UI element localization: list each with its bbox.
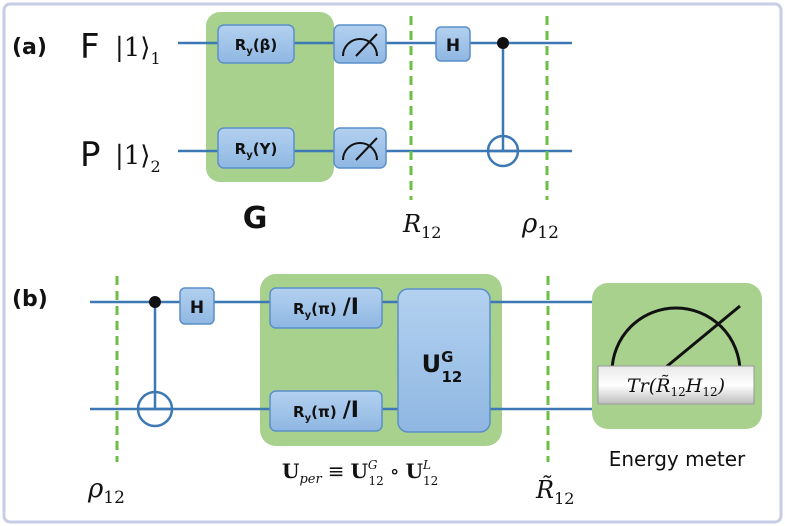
hadamard-gate-b: H (179, 287, 215, 325)
qubit-1-name: F (80, 27, 100, 67)
label-rho12-a: ρ12 (521, 209, 559, 243)
svg-text:H: H (446, 36, 460, 56)
panel-a-label: (a) (12, 35, 47, 60)
label-r12: R12 (402, 210, 441, 242)
measurement-meter-icon-top (333, 24, 387, 64)
energy-meter: Tr(R̃12H12) (592, 283, 762, 429)
svg-text:H: H (190, 298, 204, 318)
qubit-2-index: 2 (150, 157, 160, 176)
cnot-control-dot-b (149, 296, 161, 308)
svg-text:Ry(β): Ry(β) (235, 36, 278, 57)
svg-text:Ry(π)/I: Ry(π)/I (293, 295, 359, 321)
meter-needle-icon (659, 304, 741, 374)
meter-formula: Tr(R̃12H12) (627, 375, 725, 399)
energy-meter-box (592, 283, 762, 429)
gate-ry-pi-top: Ry(π)/I (269, 287, 383, 329)
gate-ry-pi-bottom: Ry(π)/I (269, 390, 383, 432)
qubit-1-ket: |1⟩1 (115, 33, 161, 68)
measurement-meter-icon-bottom (333, 127, 387, 169)
energy-meter-label: Energy meter (609, 447, 746, 471)
gate-ry-gamma: Ry(Υ) (217, 127, 295, 169)
cnot-gate-a (486, 37, 520, 168)
group-g-label: G (243, 201, 268, 236)
label-rho12-b: ρ12 (87, 474, 125, 508)
label-r12-tilde: R̃12 (535, 476, 574, 508)
qubit-1-index: 1 (150, 49, 160, 68)
svg-text:Ry(π)/I: Ry(π)/I (293, 398, 359, 424)
svg-text:Ry(Υ): Ry(Υ) (235, 140, 278, 161)
cnot-gate-b (136, 296, 174, 428)
hadamard-gate-a: H (435, 26, 471, 62)
panel-b-label: (b) (12, 287, 48, 312)
gate-ry-beta: Ry(β) (217, 24, 295, 64)
meter-gauge-icon (610, 306, 742, 373)
qubit-2-ket: |1⟩2 (115, 141, 161, 176)
cnot-control-dot (497, 37, 509, 49)
qubit-2-name: P (80, 135, 101, 175)
